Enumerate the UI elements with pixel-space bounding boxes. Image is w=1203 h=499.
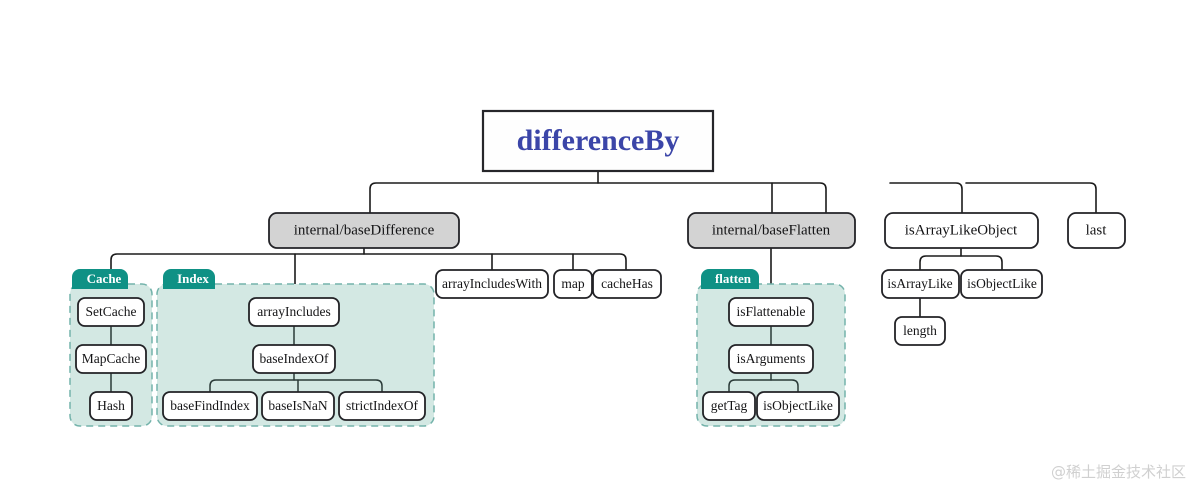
node-baseflatten[interactable]: [687, 212, 856, 249]
node-isarraylikeobject[interactable]: [884, 212, 1039, 249]
node-length-label: length: [903, 323, 937, 338]
node-hash-label: Hash: [97, 398, 125, 413]
node-last[interactable]: [1067, 212, 1126, 249]
node-baseflatten-label: internal/baseFlatten: [712, 222, 831, 238]
node-hash[interactable]: [89, 391, 133, 421]
node-baseindexof-label: baseIndexOf: [260, 351, 329, 366]
edge-basedifference-bus: [110, 253, 627, 291]
node-basedifference-label: internal/baseDifference: [294, 222, 435, 238]
group-cache: Cache SetCache MapCache Hash: [69, 269, 153, 427]
node-gettag[interactable]: [702, 391, 756, 421]
node-strictindexof-label: strictIndexOf: [346, 398, 418, 413]
loose-nodes: arrayIncludesWith map cacheHas isArrayLi…: [435, 269, 1043, 346]
watermark-label: @稀土掘金技术社区: [1051, 463, 1186, 481]
node-isobjectlike-flatten[interactable]: [756, 391, 840, 421]
root-node-group: differenceBy: [481, 109, 715, 173]
node-mapcache[interactable]: [75, 344, 147, 374]
node-differenceby-label: differenceBy: [517, 124, 680, 157]
node-isflattenable-label: isFlattenable: [737, 304, 806, 319]
node-arrayincludes-label: arrayIncludes: [257, 304, 330, 319]
node-setcache[interactable]: [77, 297, 145, 327]
group-index-tab: [163, 269, 215, 289]
group-cache-tab: [72, 269, 128, 289]
edges-root-to-level2: [369, 170, 1097, 214]
group-flatten: flatten isFlattenable isArguments getTag…: [696, 269, 846, 427]
edge-bus-outer: [369, 182, 827, 214]
node-isobjectlike-label: isObjectLike: [967, 276, 1037, 291]
node-mapcache-label: MapCache: [82, 351, 140, 366]
node-isflattenable[interactable]: [728, 297, 814, 327]
edge-to-isarraylikeobject: [889, 182, 963, 214]
node-isarraylike[interactable]: [881, 269, 960, 299]
node-cachehas[interactable]: [592, 269, 662, 299]
group-flatten-tab-label: flatten: [715, 271, 752, 286]
node-isarguments[interactable]: [728, 344, 814, 374]
node-arrayincludeswith[interactable]: [435, 269, 549, 299]
edges-isarraylikeobject-children: [919, 247, 1003, 318]
node-isarraylike-label: isArrayLike: [887, 276, 952, 291]
group-cache-tab-label: Cache: [87, 271, 122, 286]
node-gettag-label: getTag: [711, 398, 748, 413]
node-basedifference[interactable]: [268, 212, 460, 249]
group-flatten-tab: [701, 269, 759, 289]
node-isarguments-label: isArguments: [737, 351, 806, 366]
node-map-label: map: [561, 276, 584, 291]
node-last-label: last: [1086, 222, 1108, 238]
node-baseindexof[interactable]: [252, 344, 336, 374]
edge-baseindexof-bus: [209, 379, 383, 393]
node-isobjectlike[interactable]: [960, 269, 1043, 299]
node-baseisnan-label: baseIsNaN: [268, 398, 327, 413]
group-index-tab-label: Index: [177, 271, 209, 286]
node-map[interactable]: [553, 269, 593, 299]
node-baseisnan[interactable]: [261, 391, 335, 421]
node-length[interactable]: [894, 316, 946, 346]
node-isobjectlike-flatten-label: isObjectLike: [763, 398, 833, 413]
node-basefindindex-label: baseFindIndex: [170, 398, 250, 413]
group-index: Index arrayIncludes baseIndexOf baseFind…: [156, 269, 435, 427]
edge-isarraylikeobject-bus: [919, 255, 1003, 271]
node-basefindindex[interactable]: [162, 391, 258, 421]
node-arrayincludes[interactable]: [248, 297, 340, 327]
node-setcache-label: SetCache: [86, 304, 137, 319]
node-isarraylikeobject-label: isArrayLikeObject: [905, 222, 1018, 238]
level2-nodes: internal/baseDifference internal/baseFla…: [268, 212, 1126, 249]
edge-to-last: [965, 182, 1097, 214]
edge-isarguments-bus: [728, 379, 799, 393]
node-arrayincludeswith-label: arrayIncludesWith: [442, 276, 542, 291]
node-strictindexof[interactable]: [338, 391, 426, 421]
node-cachehas-label: cacheHas: [601, 276, 653, 291]
node-differenceby[interactable]: [481, 109, 715, 173]
